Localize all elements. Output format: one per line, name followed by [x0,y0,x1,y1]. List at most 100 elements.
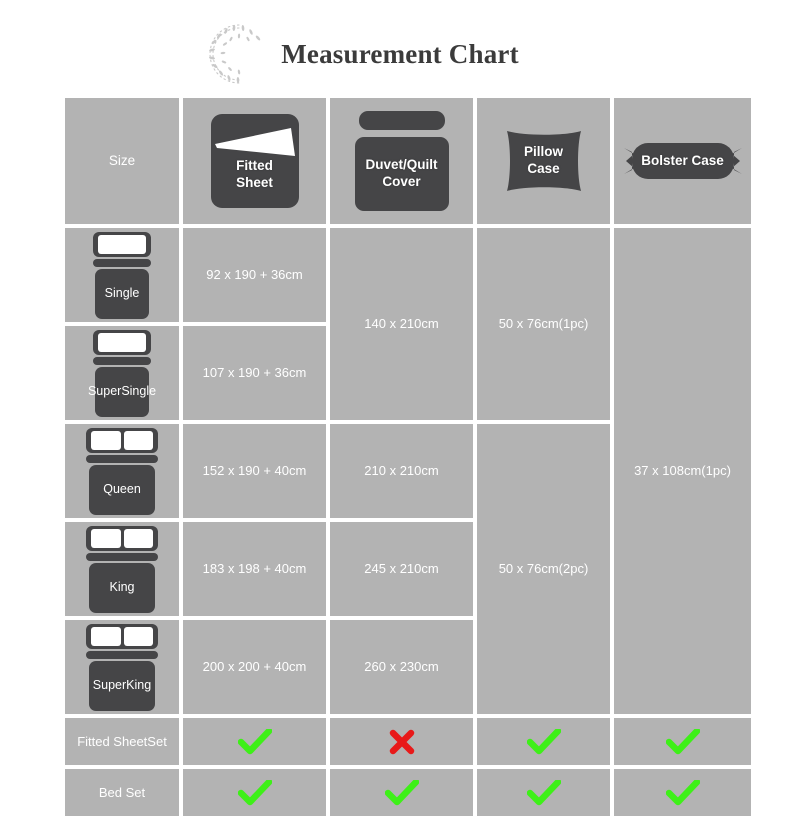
mark-bed-set-pillow [477,769,610,816]
bed-bar-shape [86,552,158,561]
check-icon [384,779,419,806]
pillow-label: Pillow Case [524,144,563,178]
header-size-cell: Size [65,98,179,224]
sheet-fold-shape [211,114,299,164]
page-title: Measurement Chart [281,38,519,69]
check-icon [237,779,272,806]
fitted-sheet-value-single: 92 x 190 + 36cm [183,228,326,322]
bolster-label: Bolster Case [641,152,724,168]
fitted-sheet-value-super-single: 107 x 190 + 36cm [183,326,326,420]
bed-headboard-shape [86,427,158,453]
bed-mattress-label: Super King [89,660,155,711]
fitted-sheet-label-line2: Sheet [236,175,273,191]
duvet-value-queen: 210 x 210cm [330,424,473,518]
fitted-sheet-icon: Fitted Sheet [210,114,299,208]
fitted-sheet-label: Fitted Sheet [236,158,273,192]
bed-bar-shape [93,258,151,267]
mark-fitted-sheet-set-fitted-sheet [183,718,326,765]
pillow-value-single-supersingle: 50 x 76cm (1pc) [477,228,610,420]
header-fitted-sheet-cell: Fitted Sheet [183,98,326,224]
pillow-shape [123,528,153,548]
bed-icon-king: King [67,525,177,613]
pillow-shape [98,234,146,254]
laurel-wreath-icon [205,20,273,88]
size-label-queen: Queen [103,482,141,496]
duvet-label-line1: Duvet/Quilt [365,157,438,173]
mark-bed-set-bolster [614,769,751,816]
mark-fitted-sheet-set-bolster [614,718,751,765]
bolster-value-line2: (1pc) [701,463,731,479]
size-label-super-single-line2: Single [121,384,157,398]
duvet-label: Duvet/Quilt Cover [365,157,437,191]
pillow-shape [123,430,153,450]
size-cell-super-single: Super Single [65,326,179,420]
fitted-sheet-value-queen: 152 x 190 + 40cm [183,424,326,518]
bed-bar-shape [86,650,158,659]
bed-mattress-label: Super Single [88,366,156,417]
pillow-label-line1: Pillow [523,144,563,160]
row-label-fitted-sheet-set-line1: Fitted Sheet [77,733,148,749]
pillow-shape [98,332,146,352]
duvet-pillow-bar-shape [358,111,445,130]
bed-icon-super-single: Super Single [67,329,177,417]
row-label-fitted-sheet-set: Fitted Sheet Set [65,718,179,765]
size-label-single: Single [104,286,140,300]
mark-fitted-sheet-set-duvet [330,718,473,765]
bed-headboard-shape [93,231,151,257]
size-label-super-king-line2: King [126,678,152,692]
measurement-table: Size Fitted Sheet Duvet/Q [65,98,751,816]
duvet-value-super-king: 260 x 230cm [330,620,473,714]
header-pillow-cell: Pillow Case [477,98,610,224]
pillow-shape [123,626,153,646]
bed-bar-shape [86,454,158,463]
size-label-super-king-line1: Super [92,678,127,692]
check-icon [526,728,561,755]
fitted-sheet-label-line1: Fitted [236,158,273,174]
size-label-king: King [109,580,135,594]
header-bolster-cell: Bolster Case [614,98,751,224]
duvet-value-king: 245 x 210cm [330,522,473,616]
pillow-shape [91,528,121,548]
pillow-value-large-line1: 50 x 76cm [498,561,559,577]
pillow-value-large-line2: (2pc) [558,561,589,577]
size-cell-queen: Queen [65,424,179,518]
fitted-sheet-value-super-king: 200 x 200 + 40cm [183,620,326,714]
bed-bar-shape [93,356,151,365]
bed-headboard-shape [86,623,158,649]
pillow-shape [91,626,121,646]
pillow-case-icon: Pillow Case [497,127,591,195]
header-duvet-cell: Duvet/Quilt Cover [330,98,473,224]
pillow-value-large: 50 x 76cm (2pc) [477,424,610,714]
header-size-label: Size [108,152,136,168]
check-icon [665,728,700,755]
bed-headboard-shape [93,329,151,355]
row-label-bed-set: Bed Set [65,769,179,816]
duvet-quilt-cover-icon: Duvet/Quilt Cover [354,111,449,211]
bolster-value-line1: 37 x 108cm [634,463,702,479]
pillow-shape [91,430,121,450]
duvet-body-shape: Duvet/Quilt Cover [354,137,449,211]
check-icon [237,728,272,755]
duvet-label-line2: Cover [382,174,421,189]
mark-bed-set-duvet [330,769,473,816]
bolster-case-icon: Bolster Case [622,138,744,184]
bed-mattress-label: King [89,562,155,613]
mark-fitted-sheet-set-pillow [477,718,610,765]
bed-mattress-label: Queen [89,464,155,515]
mark-bed-set-fitted-sheet [183,769,326,816]
cross-icon [389,729,415,755]
bed-mattress-label: Single [95,268,149,319]
page-header: Measurement Chart [0,18,800,90]
fitted-sheet-value-king: 183 x 198 + 40cm [183,522,326,616]
title-inner: Measurement Chart [209,24,519,84]
size-cell-single: Single [65,228,179,322]
bed-icon-queen: Queen [67,427,177,515]
check-icon [665,779,700,806]
check-icon [526,779,561,806]
bolster-value-all: 37 x 108cm (1pc) [614,228,751,714]
pillow-value-line2: (1pc) [558,316,589,332]
size-cell-king: King [65,522,179,616]
bed-icon-single: Single [67,231,177,319]
pillow-label-line2: Case [527,161,560,176]
